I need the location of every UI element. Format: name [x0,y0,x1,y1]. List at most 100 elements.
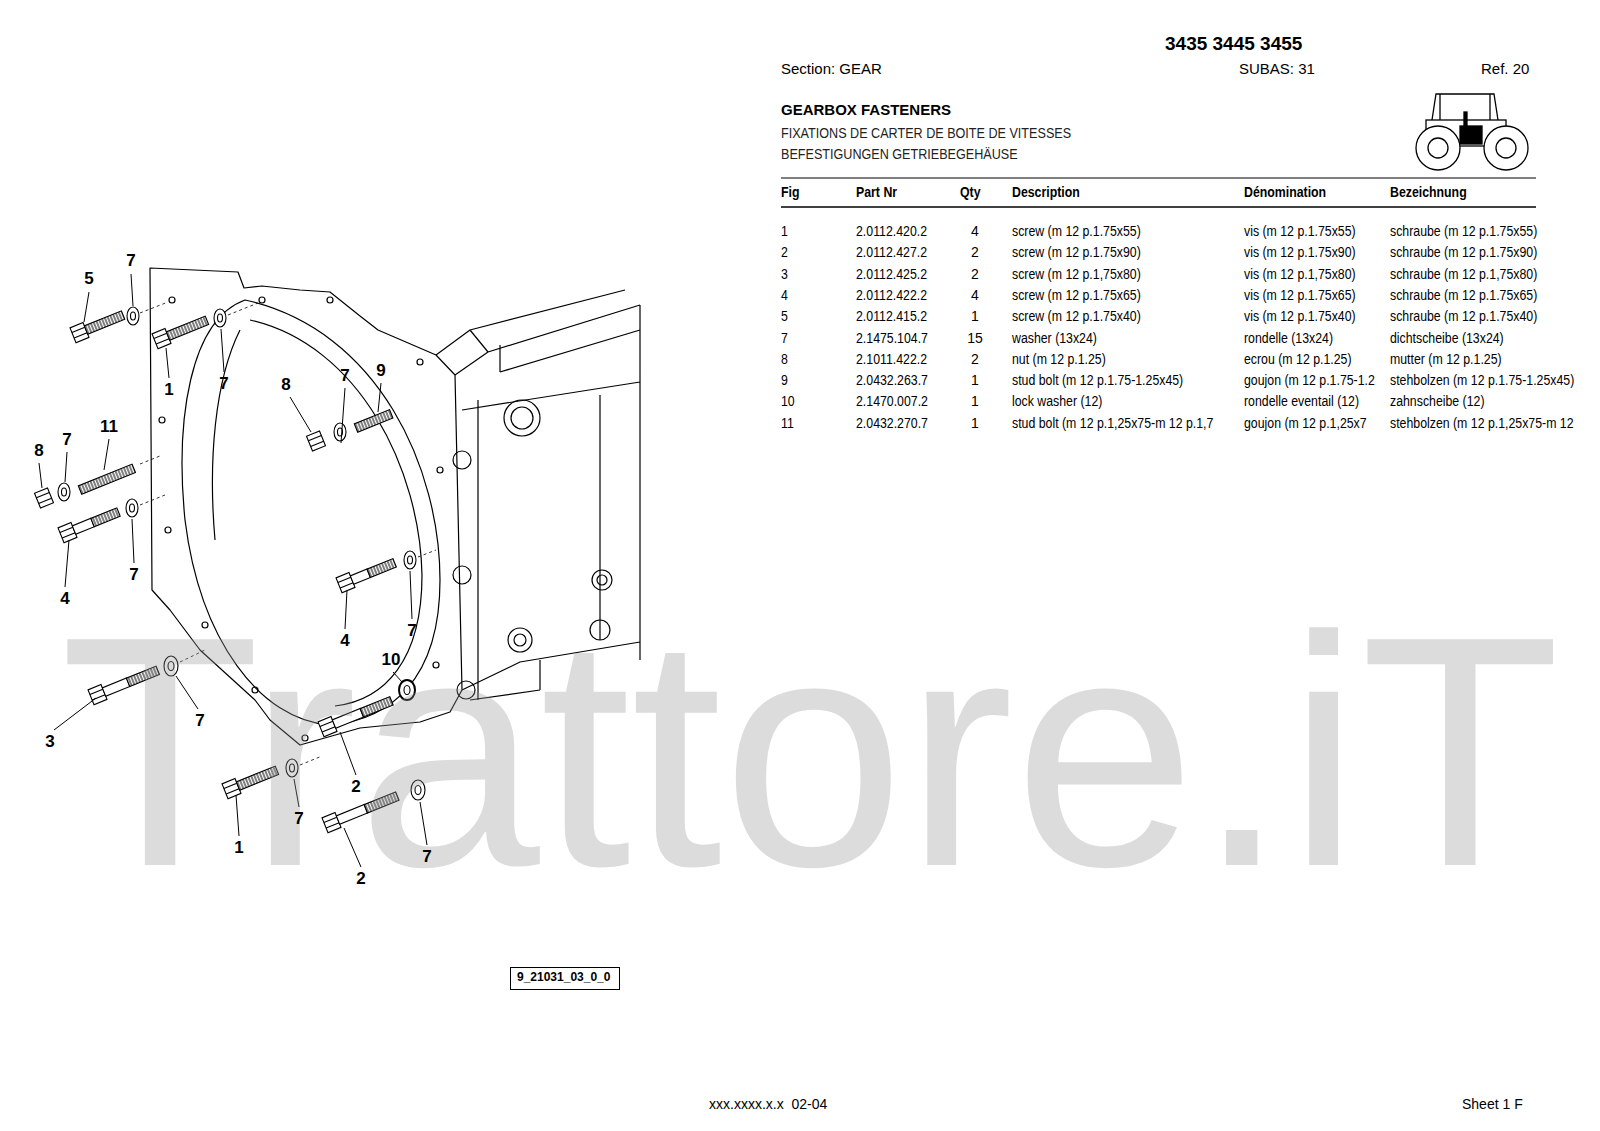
table-cell: 1 [971,372,979,389]
table-cell: goujon (m 12 p.1,25x7 [1244,414,1367,431]
table-cell: 10 [781,393,795,410]
table-cell: 1 [971,308,979,325]
table-header: Qty [960,184,981,201]
table-cell: lock washer (12) [1012,393,1102,410]
table-cell: 8 [781,350,788,367]
body-bore [504,400,540,436]
callout-number: 7 [219,374,228,394]
table-cell: schraube (m 12 p.1.75x90) [1390,244,1537,261]
drawing-number-box: 9_21031_03_0_0 [510,967,620,990]
table-cell: 2 [971,244,979,261]
table-cell: 4 [971,223,979,240]
table-cell: washer (13x24) [1012,329,1097,346]
callout-number: 7 [422,847,431,867]
callout-number: 7 [340,366,349,386]
callout-number: 7 [129,565,138,585]
table-cell: 2.0432.263.7 [856,372,928,389]
footer-code: xxx.xxxx.x.x 02-04 [709,1096,827,1113]
table-cell: screw (m 12 p.1.75x55) [1012,223,1141,240]
table-header: Fig [781,184,799,201]
table-cell: 11 [781,414,794,431]
table-header: Description [1012,184,1080,201]
subtitle-german: BEFESTIGUNGEN GETRIEBEGEHÄUSE [781,146,1018,163]
subtitle-french: FIXATIONS DE CARTER DE BOITE DE VITESSES [781,125,1071,142]
tractor-icon [1416,94,1528,170]
table-cell: screw (m 12 p.1.75x90) [1012,244,1141,261]
flange-boss [453,566,471,584]
table-cell: 5 [781,308,788,325]
callout-number: 7 [407,621,416,641]
table-cell: 2 [781,244,788,261]
table-rules [781,178,1536,207]
table-header: Dénomination [1244,184,1326,201]
watermark: Trattore.iT [60,588,1561,916]
table-cell: 15 [967,329,983,346]
callout-number: 3 [45,732,54,752]
table-cell: schraube (m 12 p.1.75x40) [1390,308,1537,325]
table-cell: screw (m 12 p.1.75x40) [1012,308,1141,325]
callout-number: 4 [60,589,69,609]
table-cell: schraube (m 12 p.1,75x80) [1390,265,1537,282]
table-cell: stud bolt (m 12 p.1,25x75-m 12 p.1,7 [1012,414,1213,431]
callout-number: 7 [294,809,303,829]
body-boss [597,575,607,585]
callout-number: 4 [340,631,349,651]
table-cell: goujon (m 12 p.1.75-1.2 [1244,372,1375,389]
table-cell: 2 [971,265,979,282]
model-numbers: 3435 3445 3455 [1165,33,1302,56]
drawing-number: 9_21031_03_0_0 [517,970,613,984]
callout-number: 8 [281,375,290,395]
table-cell: schraube (m 12 p.1.75x65) [1390,286,1537,303]
table-cell: 2 [971,350,979,367]
table-cell: 7 [781,329,788,346]
table-cell: screw (m 12 p.1.75x65) [1012,286,1141,303]
callout-number: 1 [164,380,173,400]
table-cell: mutter (m 12 p.1.25) [1390,350,1502,367]
table-header: Part Nr [856,184,897,201]
table-cell: 9 [781,372,788,389]
table-cell: 2.0112.420.2 [856,223,927,240]
table-cell: vis (m 12 p.1.75x90) [1244,244,1356,261]
table-cell: vis (m 12 p.1.75x55) [1244,223,1356,240]
callout-number: 7 [195,711,204,731]
table-cell: 1 [781,223,788,240]
table-cell: rondelle (13x24) [1244,329,1333,346]
flange-boss [453,451,471,469]
table-cell: ecrou (m 12 p.1.25) [1244,350,1352,367]
sheet-title: GEARBOX FASTENERS [781,101,951,119]
table-cell: zahnscheibe (12) [1390,393,1485,410]
table-cell: 2.1470.007.2 [856,393,928,410]
table-cell: stud bolt (m 12 p.1.75-1.25x45) [1012,372,1183,389]
table-cell: 2.0112.422.2 [856,286,927,303]
table-cell: 4 [781,286,788,303]
table-header: Bezeichnung [1390,184,1467,201]
table-cell: dichtscheibe (13x24) [1390,329,1504,346]
callout-number: 11 [100,417,118,437]
table-cell: 2.0112.425.2 [856,265,927,282]
callout-number: 8 [34,441,43,461]
subassembly-label: SUBAS: 31 [1239,60,1315,78]
body-bore [511,407,533,429]
table-cell: vis (m 12 p.1.75x40) [1244,308,1356,325]
table-cell: 1 [971,414,979,431]
section-label: Section: GEAR [781,60,882,78]
callout-number: 7 [62,430,71,450]
table-cell: rondelle eventail (12) [1244,393,1359,410]
body-boss [592,570,612,590]
table-cell: stehbolzen (m 12 p.1.75-1.25x45) [1390,372,1574,389]
table-cell: 2.0112.427.2 [856,244,927,261]
table-cell: 2.0432.270.7 [856,414,928,431]
table-cell: 3 [781,265,788,282]
callout-number: 1 [234,838,243,858]
table-cell: nut (m 12 p.1.25) [1012,350,1106,367]
callout-number: 9 [376,361,385,381]
sheet-number: Sheet 1 F [1462,1096,1523,1113]
table-cell: 2.1011.422.2 [856,350,927,367]
table-cell: schraube (m 12 p.1.75x55) [1390,223,1537,240]
table-cell: 1 [971,393,979,410]
table-cell: 2.0112.415.2 [856,308,927,325]
callout-number: 2 [356,869,365,889]
bell-left-edge [212,330,240,540]
callout-number: 5 [84,269,93,289]
